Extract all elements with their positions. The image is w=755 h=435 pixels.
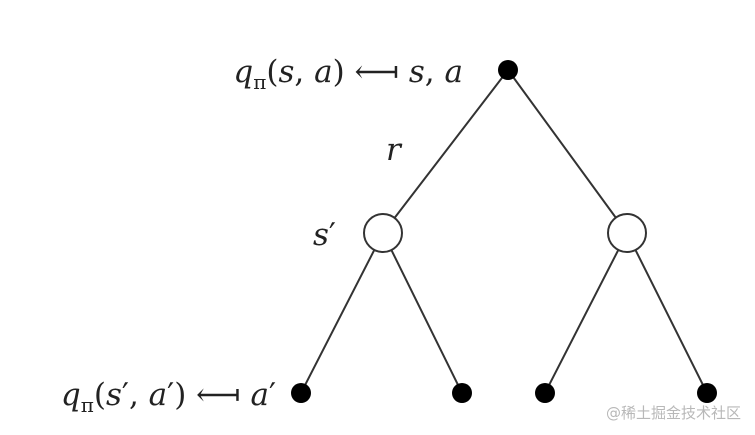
root-pi: π <box>253 70 266 94</box>
left-state-node <box>363 213 403 253</box>
root-label: qπ(s, a) ⟻ s, a <box>233 54 463 94</box>
edge-root-to-left-state <box>382 69 509 234</box>
leaf-action-node-2 <box>452 383 472 403</box>
leaf-s-prime: ′ <box>122 377 129 413</box>
root-action-node <box>498 60 518 80</box>
leaf-rhs-a: a <box>250 377 268 413</box>
root-s: s <box>278 54 294 90</box>
edge-right-state-to-leaf-3 <box>544 232 628 394</box>
reward-label: r <box>386 132 403 168</box>
leaf-close-paren: ) <box>174 377 186 413</box>
edge-left-state-to-leaf-1 <box>300 232 384 394</box>
right-state-node <box>607 213 647 253</box>
state-s: s <box>313 217 329 253</box>
edge-left-state-to-leaf-2 <box>382 232 463 394</box>
edge-root-to-right-state <box>507 69 628 234</box>
leaf-pi: π <box>81 393 94 417</box>
root-arrow: ⟻ <box>345 54 409 90</box>
leaf-a: a <box>149 377 167 413</box>
root-comma: , <box>294 54 314 90</box>
root-a: a <box>314 54 332 90</box>
tree-edges <box>300 69 708 394</box>
state-prime: ′ <box>329 217 336 253</box>
root-open-paren: ( <box>266 54 278 90</box>
root-rhs-comma: , <box>425 54 445 90</box>
leaf-arrow: ⟻ <box>186 377 250 413</box>
leaf-action-node-4 <box>697 383 717 403</box>
leaf-comma: , <box>129 377 149 413</box>
root-rhs-a: a <box>445 54 463 90</box>
leaf-rhs-prime: ′ <box>269 377 276 413</box>
leaf-open-paren: ( <box>94 377 106 413</box>
leaf-label: qπ(s′, a′) ⟻ a′ <box>61 377 276 417</box>
leaf-s: s <box>106 377 122 413</box>
leaf-a-prime: ′ <box>167 377 174 413</box>
leaf-action-node-3 <box>535 383 555 403</box>
root-rhs-s: s <box>409 54 425 90</box>
root-close-paren: ) <box>333 54 345 90</box>
leaf-action-node-1 <box>291 383 311 403</box>
root-q: q <box>233 54 253 90</box>
edge-right-state-to-leaf-4 <box>626 232 708 394</box>
leaf-q: q <box>61 377 81 413</box>
watermark: @稀土掘金技术社区 <box>606 404 741 422</box>
state-label: s′ <box>313 217 336 253</box>
